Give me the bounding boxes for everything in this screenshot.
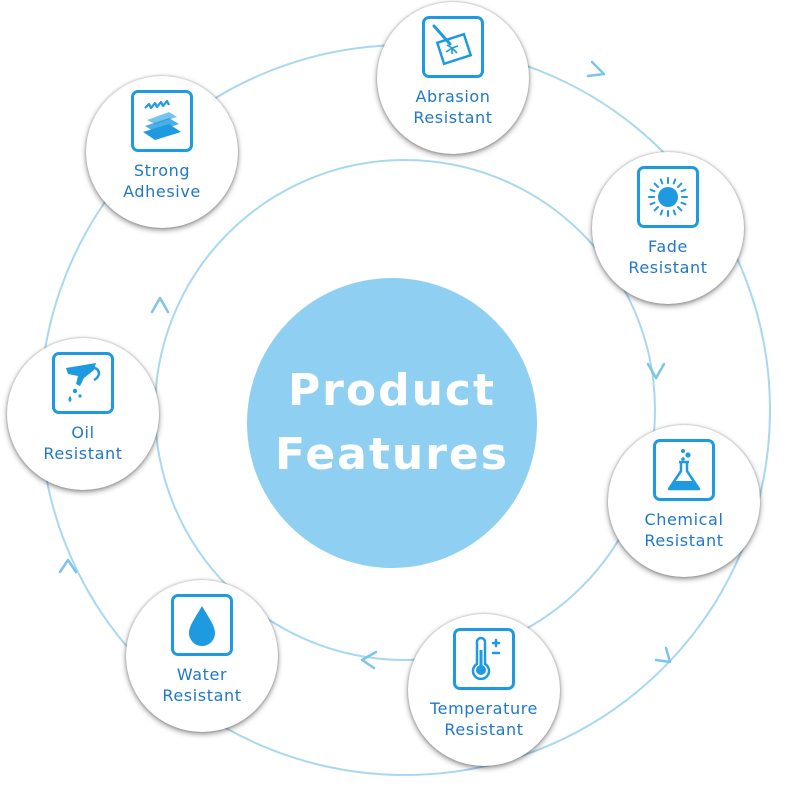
title-line-1: Product	[287, 365, 497, 416]
feature-label-line2: Resistant	[628, 258, 708, 277]
feature-label: Chemical Resistant	[608, 509, 760, 551]
arrow-head	[58, 558, 78, 574]
feature-label-line1: Chemical	[644, 510, 724, 529]
feature-label: Fade Resistant	[592, 236, 744, 278]
feature-fade-resistant: Fade Resistant	[592, 152, 744, 304]
arrow-head	[360, 650, 378, 670]
abrasion-icon	[422, 16, 484, 78]
arrow-head	[586, 60, 606, 78]
feature-label-line2: Resistant	[413, 108, 493, 127]
feature-label-line1: Fade	[648, 237, 688, 256]
feature-label: Abrasion Resistant	[377, 86, 529, 128]
feature-label-line1: Abrasion	[415, 87, 491, 106]
oil-funnel-icon	[52, 352, 114, 414]
feature-strong-adhesive: Strong Adhesive	[86, 76, 238, 228]
feature-water-resistant: Water Resistant	[126, 580, 278, 732]
sun-icon	[637, 166, 699, 228]
feature-label-line2: Adhesive	[123, 182, 201, 201]
feature-label: Temperature Resistant	[408, 698, 560, 740]
feature-label-line1: Water	[176, 665, 228, 684]
feature-label-line1: Strong	[133, 161, 191, 180]
feature-abrasion-resistant: Abrasion Resistant	[377, 2, 529, 154]
arrow-head	[646, 362, 666, 380]
title-line-2: Features	[275, 429, 509, 480]
feature-label-line2: Resistant	[162, 686, 242, 705]
arrow-head	[654, 646, 672, 664]
arrow-head	[150, 296, 170, 314]
feature-label-line1: Temperature	[430, 699, 538, 718]
feature-label-line1: Oil	[71, 423, 95, 442]
feature-oil-resistant: Oil Resistant	[7, 338, 159, 490]
feature-temperature-resistant: Temperature Resistant	[408, 614, 560, 766]
adhesive-layers-icon	[131, 90, 193, 152]
feature-label: Oil Resistant	[7, 422, 159, 464]
feature-label-line2: Resistant	[43, 444, 123, 463]
feature-label-line2: Resistant	[644, 531, 724, 550]
feature-label: Water Resistant	[126, 664, 278, 706]
flask-icon	[653, 439, 715, 501]
feature-chemical-resistant: Chemical Resistant	[608, 425, 760, 577]
water-drop-icon	[171, 594, 233, 656]
feature-label-line2: Resistant	[444, 720, 524, 739]
product-features-title: Product Features	[247, 278, 537, 568]
feature-label: Strong Adhesive	[86, 160, 238, 202]
thermometer-icon	[453, 628, 515, 690]
